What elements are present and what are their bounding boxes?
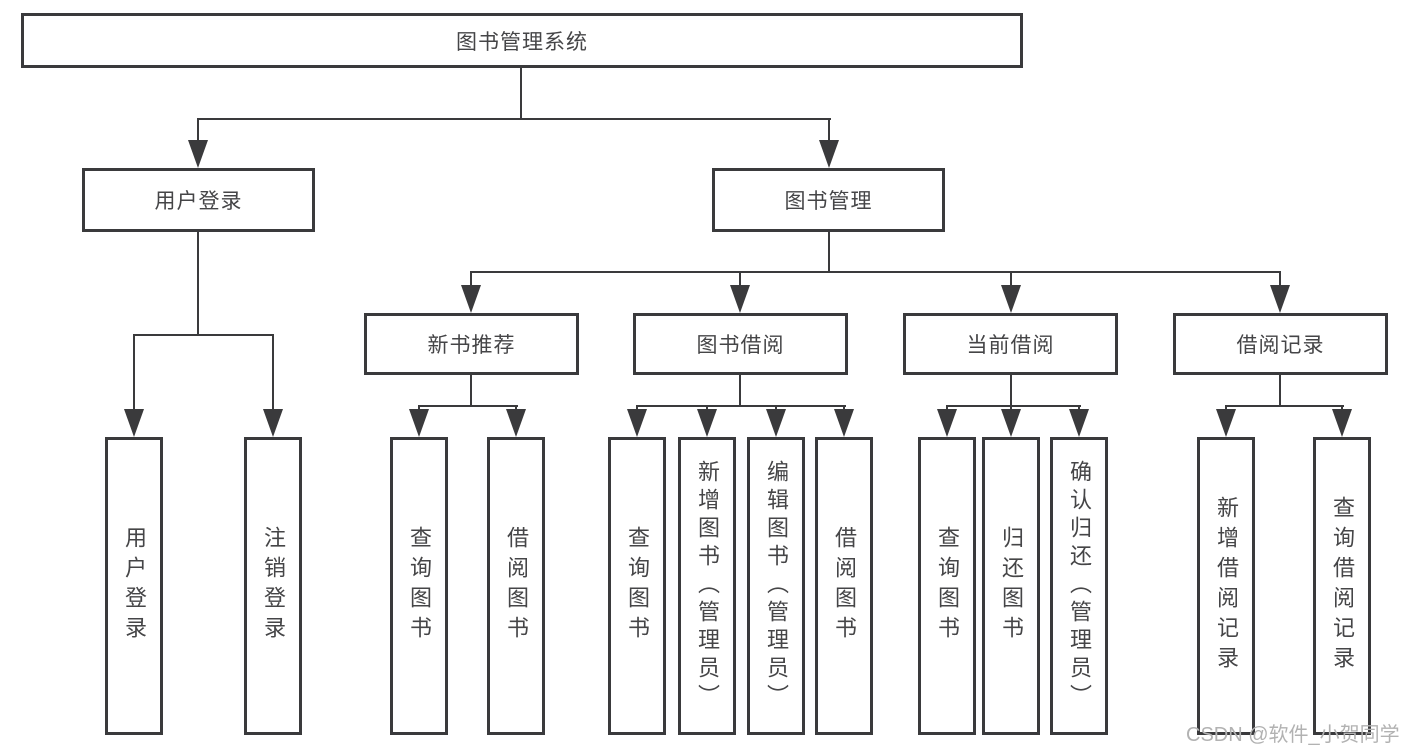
node-book-borrow: 图书借阅 <box>633 313 848 375</box>
connector-line <box>470 375 472 407</box>
arrow-down-icon <box>1001 409 1021 437</box>
connector-line <box>739 271 741 289</box>
connector-line <box>520 68 522 120</box>
connector-line <box>470 271 472 289</box>
connector-line <box>739 375 741 407</box>
leaf-borrow-add-books: 新增图书（管理员） <box>678 437 736 735</box>
connector-line <box>133 334 135 412</box>
leaf-current-return-books: 归还图书 <box>982 437 1040 735</box>
arrow-down-icon <box>766 409 786 437</box>
connector-line <box>636 405 846 407</box>
node-borrow-records: 借阅记录 <box>1173 313 1388 375</box>
arrow-down-icon <box>124 409 144 437</box>
arrow-down-icon <box>627 409 647 437</box>
arrow-down-icon <box>1332 409 1352 437</box>
arrow-down-icon <box>409 409 429 437</box>
connector-line <box>1279 375 1281 407</box>
connector-line <box>272 334 274 412</box>
arrow-down-icon <box>461 285 481 313</box>
connector-line <box>197 232 199 336</box>
connector-line <box>828 118 830 144</box>
arrow-down-icon <box>263 409 283 437</box>
node-user-login: 用户登录 <box>82 168 315 232</box>
leaf-newrec-query-books: 查询图书 <box>390 437 448 735</box>
leaf-records-add-record: 新增借阅记录 <box>1197 437 1255 735</box>
node-new-book-recommend: 新书推荐 <box>364 313 579 375</box>
connector-line <box>946 405 1081 407</box>
arrow-down-icon <box>1270 285 1290 313</box>
arrow-down-icon <box>937 409 957 437</box>
leaf-current-confirm-return: 确认归还（管理员） <box>1050 437 1108 735</box>
leaf-borrow-query-books: 查询图书 <box>608 437 666 735</box>
arrow-down-icon <box>834 409 854 437</box>
arrow-down-icon <box>1216 409 1236 437</box>
connector-line <box>1279 271 1281 289</box>
connector-line <box>197 118 831 120</box>
leaf-borrow-borrow-books: 借阅图书 <box>815 437 873 735</box>
arrow-down-icon <box>188 140 208 168</box>
watermark: CSDN @软件_小贺同学 <box>1186 724 1400 746</box>
arrow-down-icon <box>819 140 839 168</box>
connector-line <box>197 118 199 144</box>
connector-line <box>828 232 830 273</box>
leaf-logout: 注销登录 <box>244 437 302 735</box>
connector-line <box>1225 405 1344 407</box>
leaf-user-login: 用户登录 <box>105 437 163 735</box>
leaf-records-query-record: 查询借阅记录 <box>1313 437 1371 735</box>
arrow-down-icon <box>1069 409 1089 437</box>
leaf-borrow-edit-books: 编辑图书（管理员） <box>747 437 805 735</box>
node-book-management: 图书管理 <box>712 168 945 232</box>
connector-line <box>418 405 518 407</box>
connector-line <box>470 271 1281 273</box>
arrow-down-icon <box>730 285 750 313</box>
connector-line <box>133 334 274 336</box>
node-root: 图书管理系统 <box>21 13 1023 68</box>
node-current-borrow: 当前借阅 <box>903 313 1118 375</box>
arrow-down-icon <box>1001 285 1021 313</box>
arrow-down-icon <box>506 409 526 437</box>
leaf-current-query-books: 查询图书 <box>918 437 976 735</box>
connector-line <box>1010 271 1012 289</box>
leaf-newrec-borrow-books: 借阅图书 <box>487 437 545 735</box>
arrow-down-icon <box>697 409 717 437</box>
connector-line <box>1010 375 1012 407</box>
